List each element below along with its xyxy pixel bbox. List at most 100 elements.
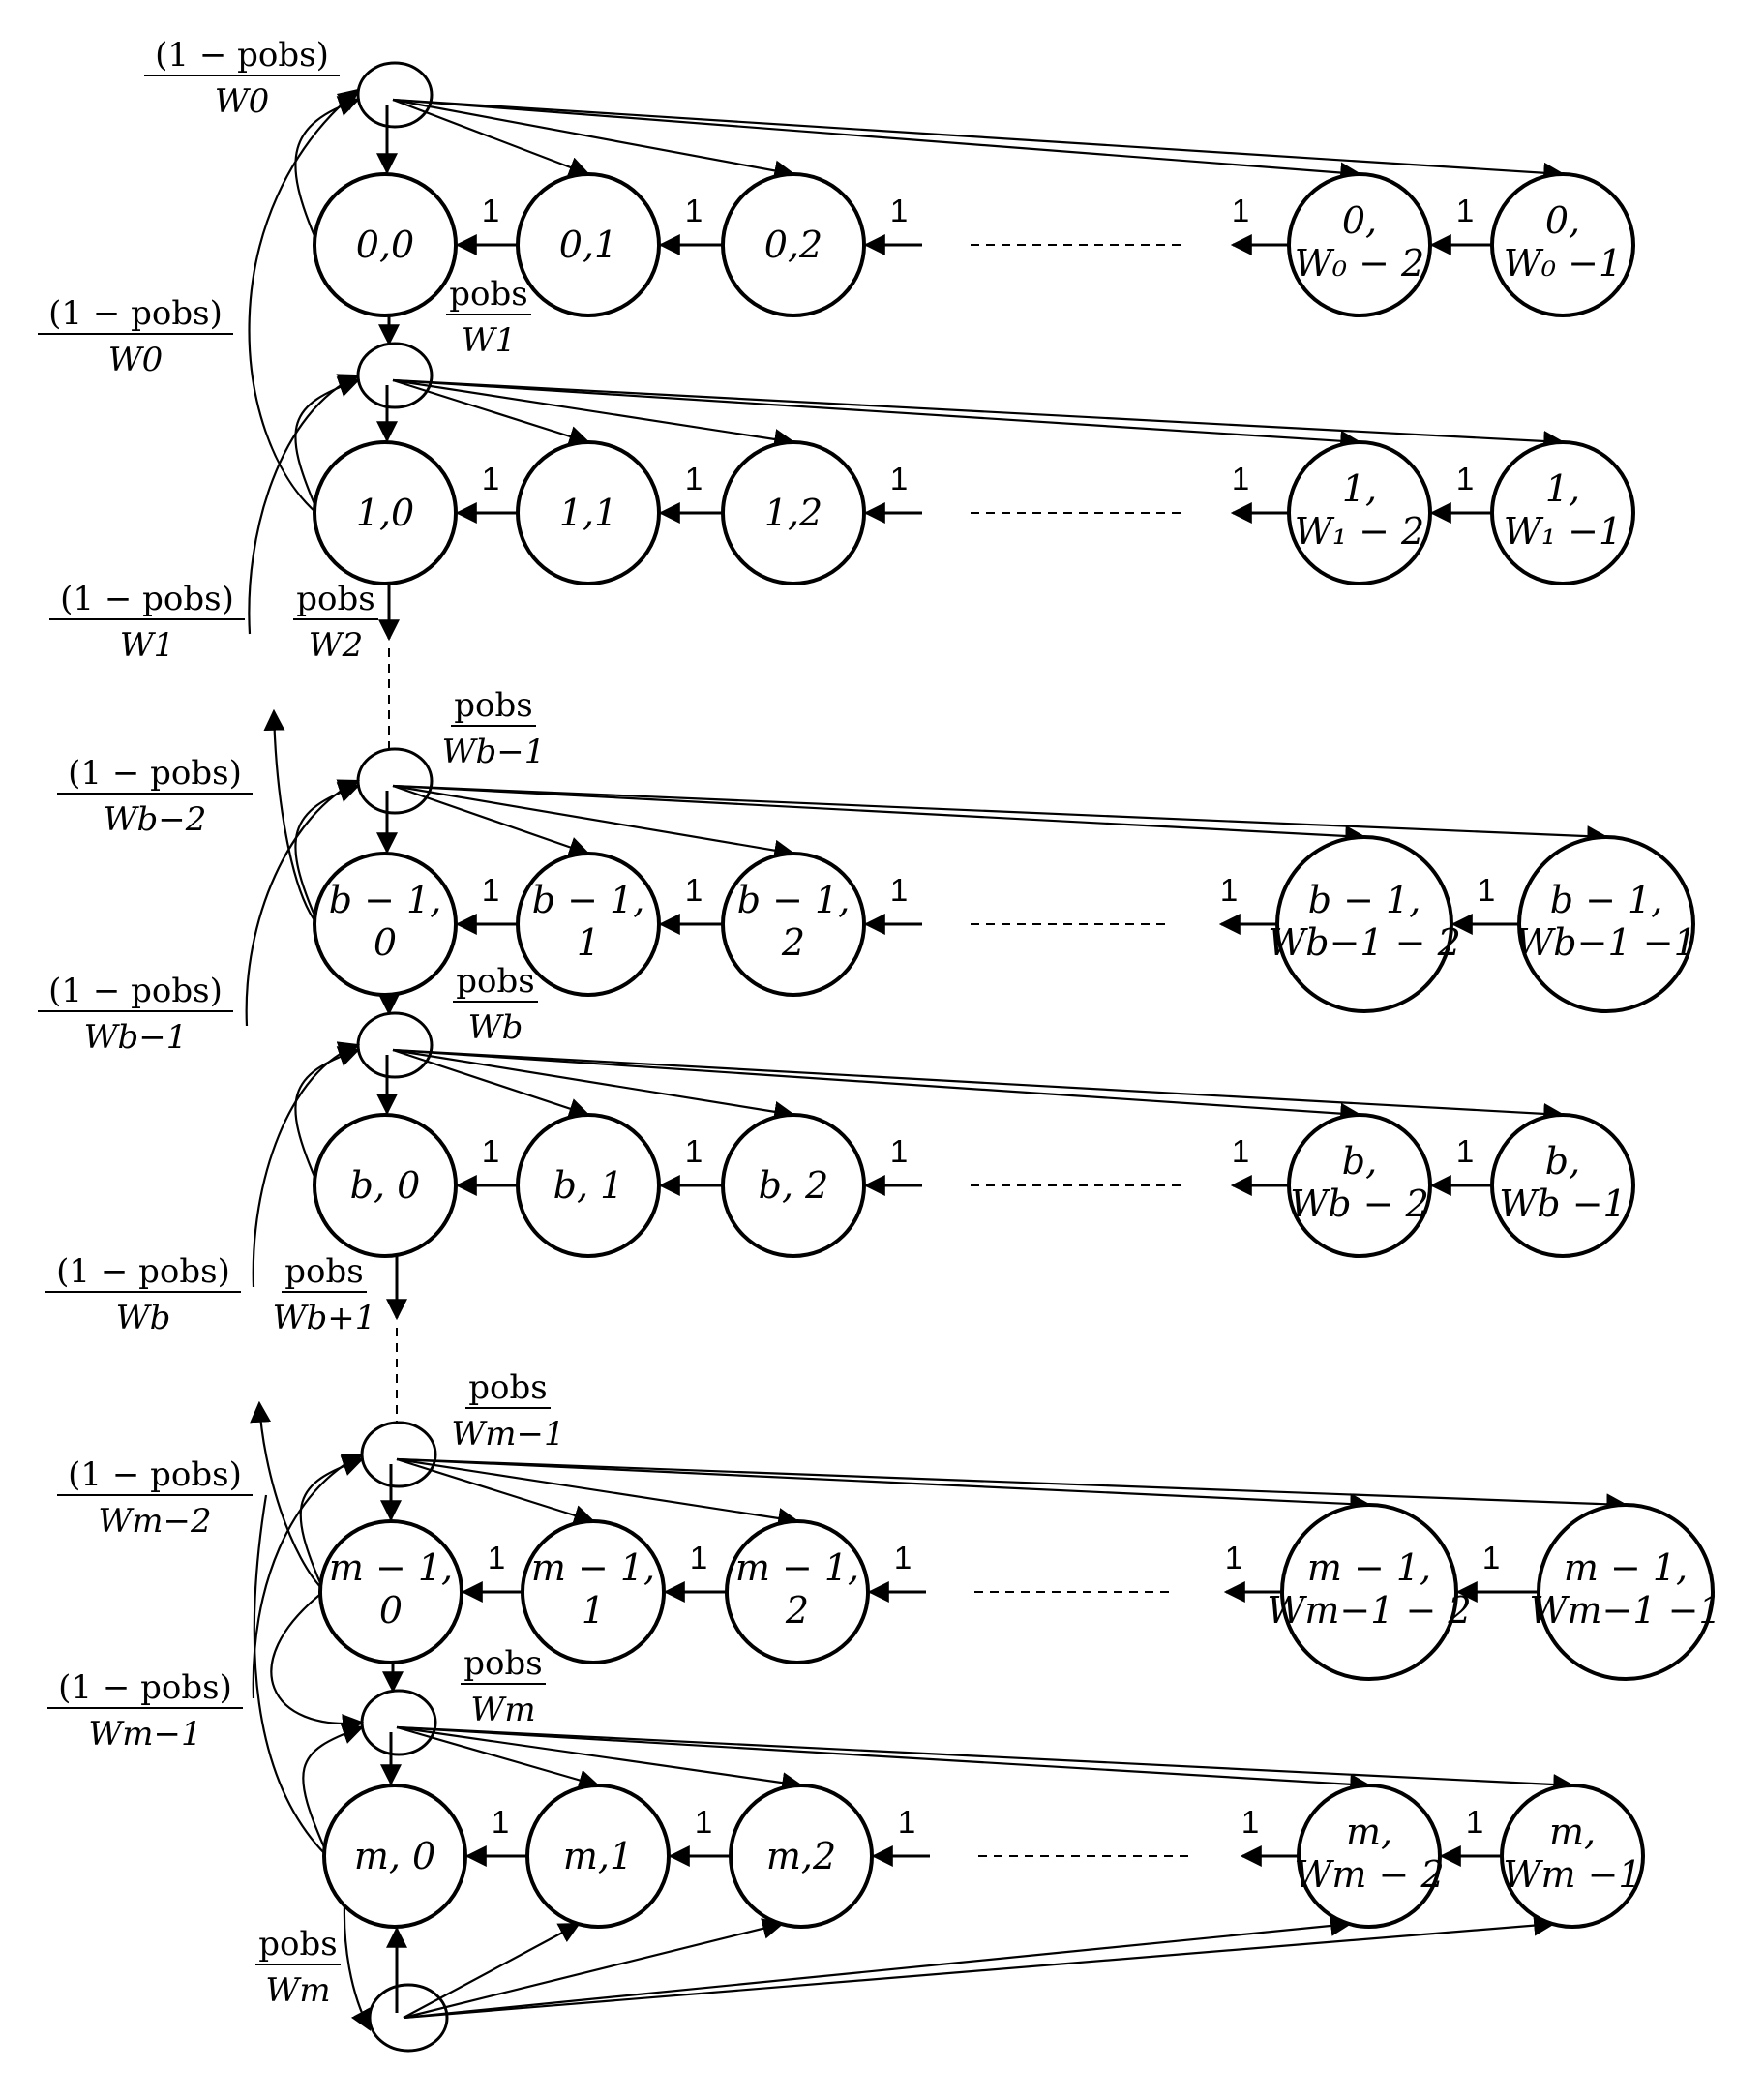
- state-node: [313, 172, 458, 317]
- state-label-line1: 0,: [1545, 199, 1580, 242]
- state-label-line2: Wb−1 − 2: [1268, 921, 1461, 964]
- state-label-line1: b − 1,: [329, 879, 442, 921]
- long-return-edge: [248, 88, 360, 514]
- transition-probability-label: 1: [894, 1540, 912, 1575]
- fraction-numerator: pobs: [449, 275, 527, 314]
- state-label-line1: m − 1,: [1564, 1546, 1688, 1589]
- bottom-hub-fan-edge: [403, 1915, 1353, 2020]
- hub-node-row-m-1: [360, 1421, 437, 1488]
- fraction-denominator: W0: [108, 341, 164, 379]
- to-bottom-hub-edge: [343, 1905, 372, 2031]
- state-label-line1: m − 1,: [531, 1546, 655, 1589]
- state-label-line2: 2: [781, 921, 805, 964]
- state-node: [322, 1784, 467, 1929]
- hub-fan-edge: [396, 1457, 1372, 1515]
- state-label: b, 0: [350, 1164, 421, 1207]
- state-node: [318, 1519, 463, 1664]
- state-label: m,1: [563, 1835, 633, 1877]
- fraction-denominator: W1: [120, 626, 175, 665]
- state-node: [1490, 172, 1635, 317]
- transition-probability-label: 1: [482, 872, 499, 908]
- state-node: [313, 440, 458, 585]
- fraction-numerator: pobs: [454, 686, 532, 725]
- return-to-hub-edge: [294, 96, 361, 246]
- hub-fan-edge: [396, 1457, 1629, 1515]
- transition-probability-label: 1: [1232, 193, 1249, 228]
- state-label-line2: W₀ −1: [1504, 242, 1622, 285]
- transition-probability-label: 1: [1466, 1804, 1483, 1840]
- hub-fan-edge: [396, 1725, 804, 1794]
- fraction-numerator: (1 − pobs): [68, 1455, 242, 1494]
- state-label-line2: W₀ − 2: [1295, 242, 1424, 285]
- transition-probability-label: 1: [1478, 872, 1495, 908]
- transition-probability-label: 1: [488, 1540, 505, 1575]
- transition-edges: [245, 88, 1629, 2031]
- state-node: [516, 172, 661, 317]
- state-node: [721, 172, 866, 317]
- state-node: [1280, 1503, 1458, 1681]
- hub-node-row-b: [356, 1011, 434, 1079]
- fraction-denominator: Wm−1: [451, 1415, 564, 1454]
- state-label: b, 2: [759, 1164, 829, 1207]
- state-label-line2: Wm −1: [1503, 1853, 1641, 1896]
- fraction-denominator: Wb: [116, 1299, 171, 1337]
- state-label-line1: 0,: [1342, 199, 1377, 242]
- state-node: [1287, 440, 1432, 585]
- state-label-line1: m − 1,: [329, 1546, 453, 1589]
- transition-probability-label: 1: [898, 1804, 915, 1840]
- fraction-numerator: pobs: [463, 1644, 542, 1683]
- fraction-denominator: W2: [309, 626, 364, 665]
- state-node: [1500, 1784, 1645, 1929]
- state-label-line1: b − 1,: [1550, 879, 1663, 921]
- hub-fan-edge: [392, 784, 1609, 848]
- state-label-line2: Wm − 2: [1294, 1853, 1444, 1896]
- fraction-denominator: Wm−1: [88, 1715, 201, 1754]
- state-label-line1: b − 1,: [532, 879, 645, 921]
- transition-probability-label: 1: [890, 193, 908, 228]
- state-label-line1: 1,: [1545, 467, 1580, 510]
- hub-fan-edge: [392, 98, 1566, 184]
- fraction-denominator: Wm: [265, 1971, 330, 2010]
- transition-probability-label: 1: [492, 1804, 509, 1840]
- state-label-line1: m − 1,: [1307, 1546, 1431, 1589]
- transition-probability-label: 1: [685, 461, 703, 496]
- return-to-hub-edge: [302, 1724, 365, 1857]
- state-label-line1: b,: [1545, 1140, 1580, 1183]
- state-label-line1: b − 1,: [1308, 879, 1421, 921]
- state-node: [1490, 1113, 1635, 1258]
- state-label-line1: 1,: [1342, 467, 1377, 510]
- hub-fan-edge: [392, 378, 1566, 452]
- bottom-hub-node: [368, 1983, 449, 2053]
- transition-probability-label: 1: [1232, 1133, 1249, 1169]
- state-label: 0,2: [764, 224, 822, 266]
- transition-probability-label: 1: [685, 1133, 703, 1169]
- rising-edge: [270, 1591, 365, 1736]
- fraction-denominator: Wb−1: [442, 733, 546, 771]
- fraction-numerator: pobs: [468, 1368, 547, 1407]
- state-node: [525, 1784, 671, 1929]
- state-label-line2: 1: [582, 1589, 605, 1632]
- state-label-line2: Wm−1 −1: [1529, 1589, 1721, 1632]
- fraction-denominator: Wb−1: [84, 1018, 188, 1057]
- state-label-line1: m,: [1346, 1811, 1392, 1853]
- hub-fan-edge: [392, 1048, 1362, 1124]
- hub-fan-edge: [396, 1457, 800, 1529]
- state-node: [1287, 1113, 1432, 1258]
- transition-probability-label: 1: [1456, 1133, 1474, 1169]
- state-label-line1: m − 1,: [735, 1546, 859, 1589]
- state-label-line2: Wb −1: [1499, 1183, 1626, 1225]
- transition-probability-label: 1: [1456, 461, 1474, 496]
- fraction-denominator: W0: [215, 82, 270, 121]
- transition-probability-label: 1: [1456, 193, 1474, 228]
- state-label-line2: 0: [374, 921, 397, 964]
- hub-fan-edge: [396, 1725, 1575, 1796]
- fraction-numerator: (1 − pobs): [48, 294, 223, 333]
- transition-probability-label: 1: [690, 1540, 707, 1575]
- state-node: [313, 1113, 458, 1258]
- fraction-numerator: pobs: [258, 1925, 337, 1964]
- long-return-edge: [263, 708, 318, 925]
- transition-probability-label: 1: [695, 1804, 712, 1840]
- hub-fan-edge: [392, 1048, 796, 1123]
- state-label-line2: 0: [379, 1589, 403, 1632]
